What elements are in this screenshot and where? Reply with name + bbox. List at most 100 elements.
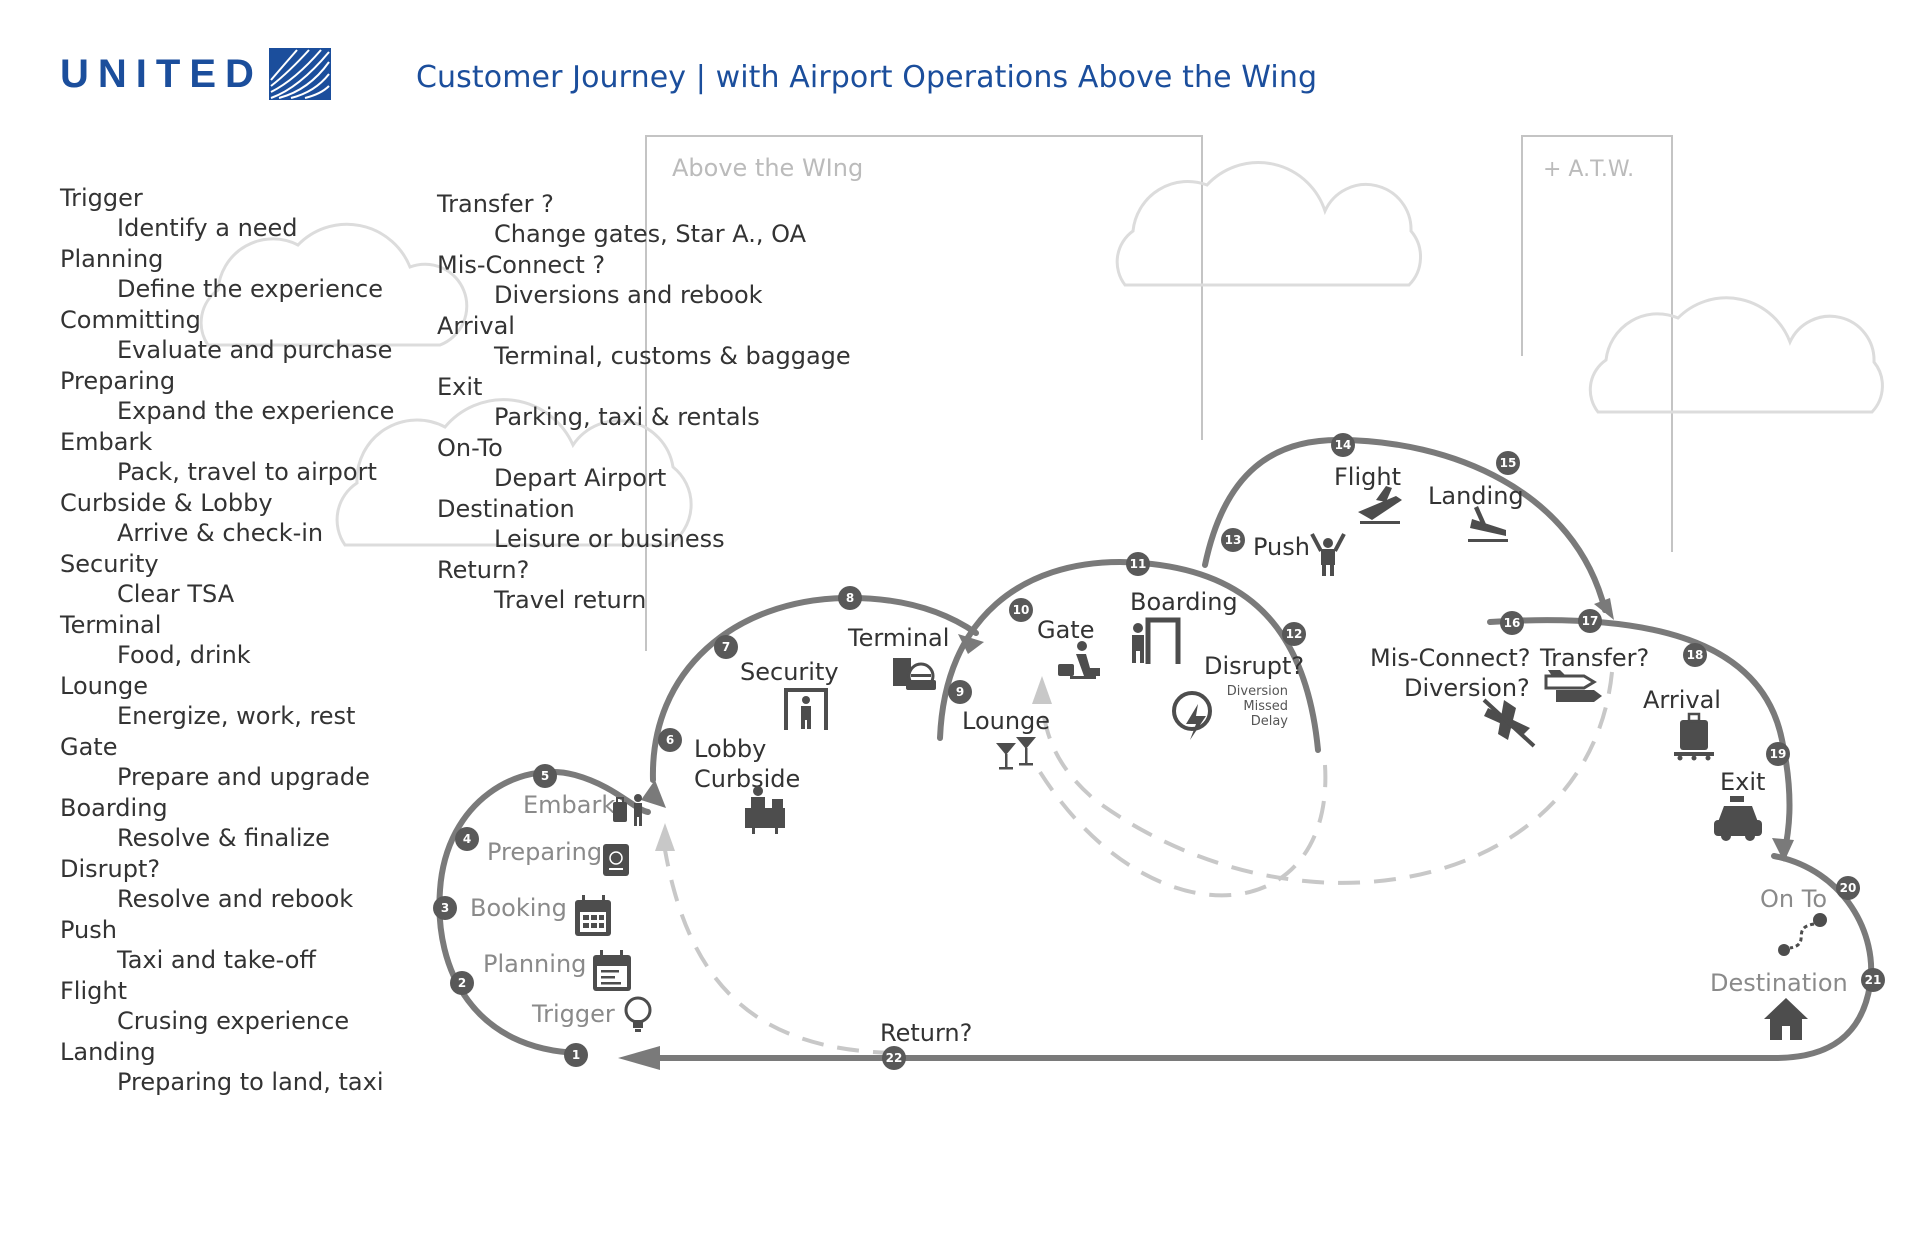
globe-icon (268, 48, 331, 100)
legend-desc: Prepare and upgrade (117, 763, 370, 791)
legend-desc: Terminal, customs & baggage (494, 342, 851, 370)
legend-step: Push (60, 916, 117, 944)
legend-desc: Arrive & check-in (117, 519, 324, 547)
legend-step: Landing (60, 1038, 156, 1066)
home-icon (1764, 998, 1808, 1040)
svg-text:4: 4 (463, 832, 471, 846)
united-logo: UNITED (60, 48, 331, 100)
legend-desc: Define the experience (117, 275, 384, 303)
step-badge-5: 5 (533, 764, 557, 788)
dashed-paths (663, 671, 1614, 1055)
legend-step: Mis-Connect ? (437, 251, 606, 279)
step-badge-19: 19 (1766, 742, 1790, 766)
svg-text:22: 22 (886, 1051, 903, 1065)
stage-label-disrupt: Disrupt? (1204, 652, 1304, 680)
legend-step: Curbside & Lobby (60, 489, 273, 517)
svg-text:7: 7 (722, 640, 730, 654)
step-badge-15: 15 (1496, 451, 1520, 475)
ground-crew-icon (1310, 533, 1346, 576)
stage-label-gate: Gate (1037, 616, 1094, 644)
gate-seat-icon (1058, 641, 1100, 679)
legend-step: Security (60, 550, 159, 578)
stage-label-transfer: Transfer? (1539, 644, 1649, 672)
legend-step: Arrival (437, 312, 515, 340)
step-badge-7: 7 (714, 635, 738, 659)
path-arrowhead (1772, 838, 1794, 862)
svg-text:19: 19 (1770, 747, 1787, 761)
stage-label-push: Push (1253, 533, 1310, 561)
stage-label-terminal: Terminal (847, 624, 949, 652)
cloud-shapes (199, 161, 1884, 547)
step-badge-10: 10 (1009, 598, 1033, 622)
stage-label-destination: Destination (1710, 969, 1848, 997)
stage-labels: Embark Preparing Booking Planning Trigge… (470, 463, 1848, 1047)
route-icon (1778, 913, 1827, 956)
svg-text:16: 16 (1504, 616, 1521, 630)
step-badge-13: 13 (1221, 528, 1245, 552)
step-badges: 1 2 3 4 5 6 7 8 9 10 11 12 13 14 15 16 1… (433, 433, 1885, 1070)
legend-desc: Change gates, Star A., OA (494, 220, 807, 248)
svg-text:17: 17 (1582, 614, 1599, 628)
legend-desc: Pack, travel to airport (117, 458, 377, 486)
landing-plane-icon (1468, 506, 1508, 542)
luggage-person-icon (613, 794, 642, 826)
legend-step: Transfer ? (437, 190, 554, 218)
legend-desc: Preparing to land, taxi (117, 1068, 384, 1096)
boarding-door-icon (1132, 617, 1181, 664)
legend-step: On-To (437, 434, 503, 462)
dashed-arrowhead (655, 823, 675, 851)
svg-text:6: 6 (666, 733, 674, 747)
legend-step: Planning (60, 245, 164, 273)
svg-text:2: 2 (458, 976, 466, 990)
step-badge-9: 9 (948, 680, 972, 704)
legend-step: Destination (437, 495, 575, 523)
legend-desc: Resolve & finalize (117, 824, 330, 852)
svg-text:5: 5 (541, 769, 549, 783)
step-badge-1: 1 (564, 1043, 588, 1067)
storm-icon (1172, 691, 1212, 740)
stage-label-preparing: Preparing (487, 838, 602, 866)
stage-label-trigger: Trigger (531, 1000, 615, 1028)
legend-step: Preparing (60, 367, 176, 395)
step-badge-18: 18 (1683, 643, 1707, 667)
svg-text:13: 13 (1225, 533, 1242, 547)
dashed-arrowhead (1032, 676, 1052, 704)
legend-desc: Leisure or business (494, 525, 725, 553)
path-arrowhead (618, 1046, 660, 1070)
stage-label-lounge: Lounge (962, 707, 1050, 735)
cloud-shape (199, 222, 469, 347)
step-badge-22: 22 (882, 1046, 906, 1070)
legend-desc: Travel return (494, 586, 647, 614)
step-badge-16: 16 (1500, 611, 1524, 635)
baggage-claim-icon (1674, 712, 1714, 761)
page-title: Customer Journey | with Airport Operatio… (416, 60, 1318, 95)
legend-desc: Depart Airport (494, 464, 667, 492)
legend-step: Committing (60, 306, 201, 334)
step-badge-14: 14 (1331, 433, 1355, 457)
stage-icons (575, 486, 1827, 1040)
svg-text:3: 3 (441, 901, 449, 915)
legend-desc: Diversions and rebook (494, 281, 763, 309)
step-badge-17: 17 (1578, 609, 1602, 633)
step-badge-6: 6 (658, 728, 682, 752)
legend-step: Boarding (60, 794, 168, 822)
svg-text:15: 15 (1500, 456, 1517, 470)
stage-label-arrival: Arrival (1643, 686, 1721, 714)
security-gate-icon (784, 688, 828, 730)
legend-step: Embark (60, 428, 153, 456)
legend-step: Gate (60, 733, 118, 761)
legend-desc: Crusing experience (117, 1007, 350, 1035)
svg-text:1: 1 (572, 1048, 580, 1062)
takeoff-plane-icon (1358, 486, 1402, 524)
logo-text: UNITED (60, 51, 263, 96)
legend-desc: Taxi and take-off (117, 946, 316, 974)
step-badge-3: 3 (433, 896, 457, 920)
step-badge-4: 4 (455, 827, 479, 851)
svg-text:10: 10 (1013, 603, 1030, 617)
legend-desc: Energize, work, rest (117, 702, 356, 730)
stage-label-onto: On To (1760, 885, 1827, 913)
svg-text:11: 11 (1130, 557, 1147, 571)
svg-text:14: 14 (1335, 438, 1352, 452)
legend-desc: Identify a need (117, 214, 298, 242)
